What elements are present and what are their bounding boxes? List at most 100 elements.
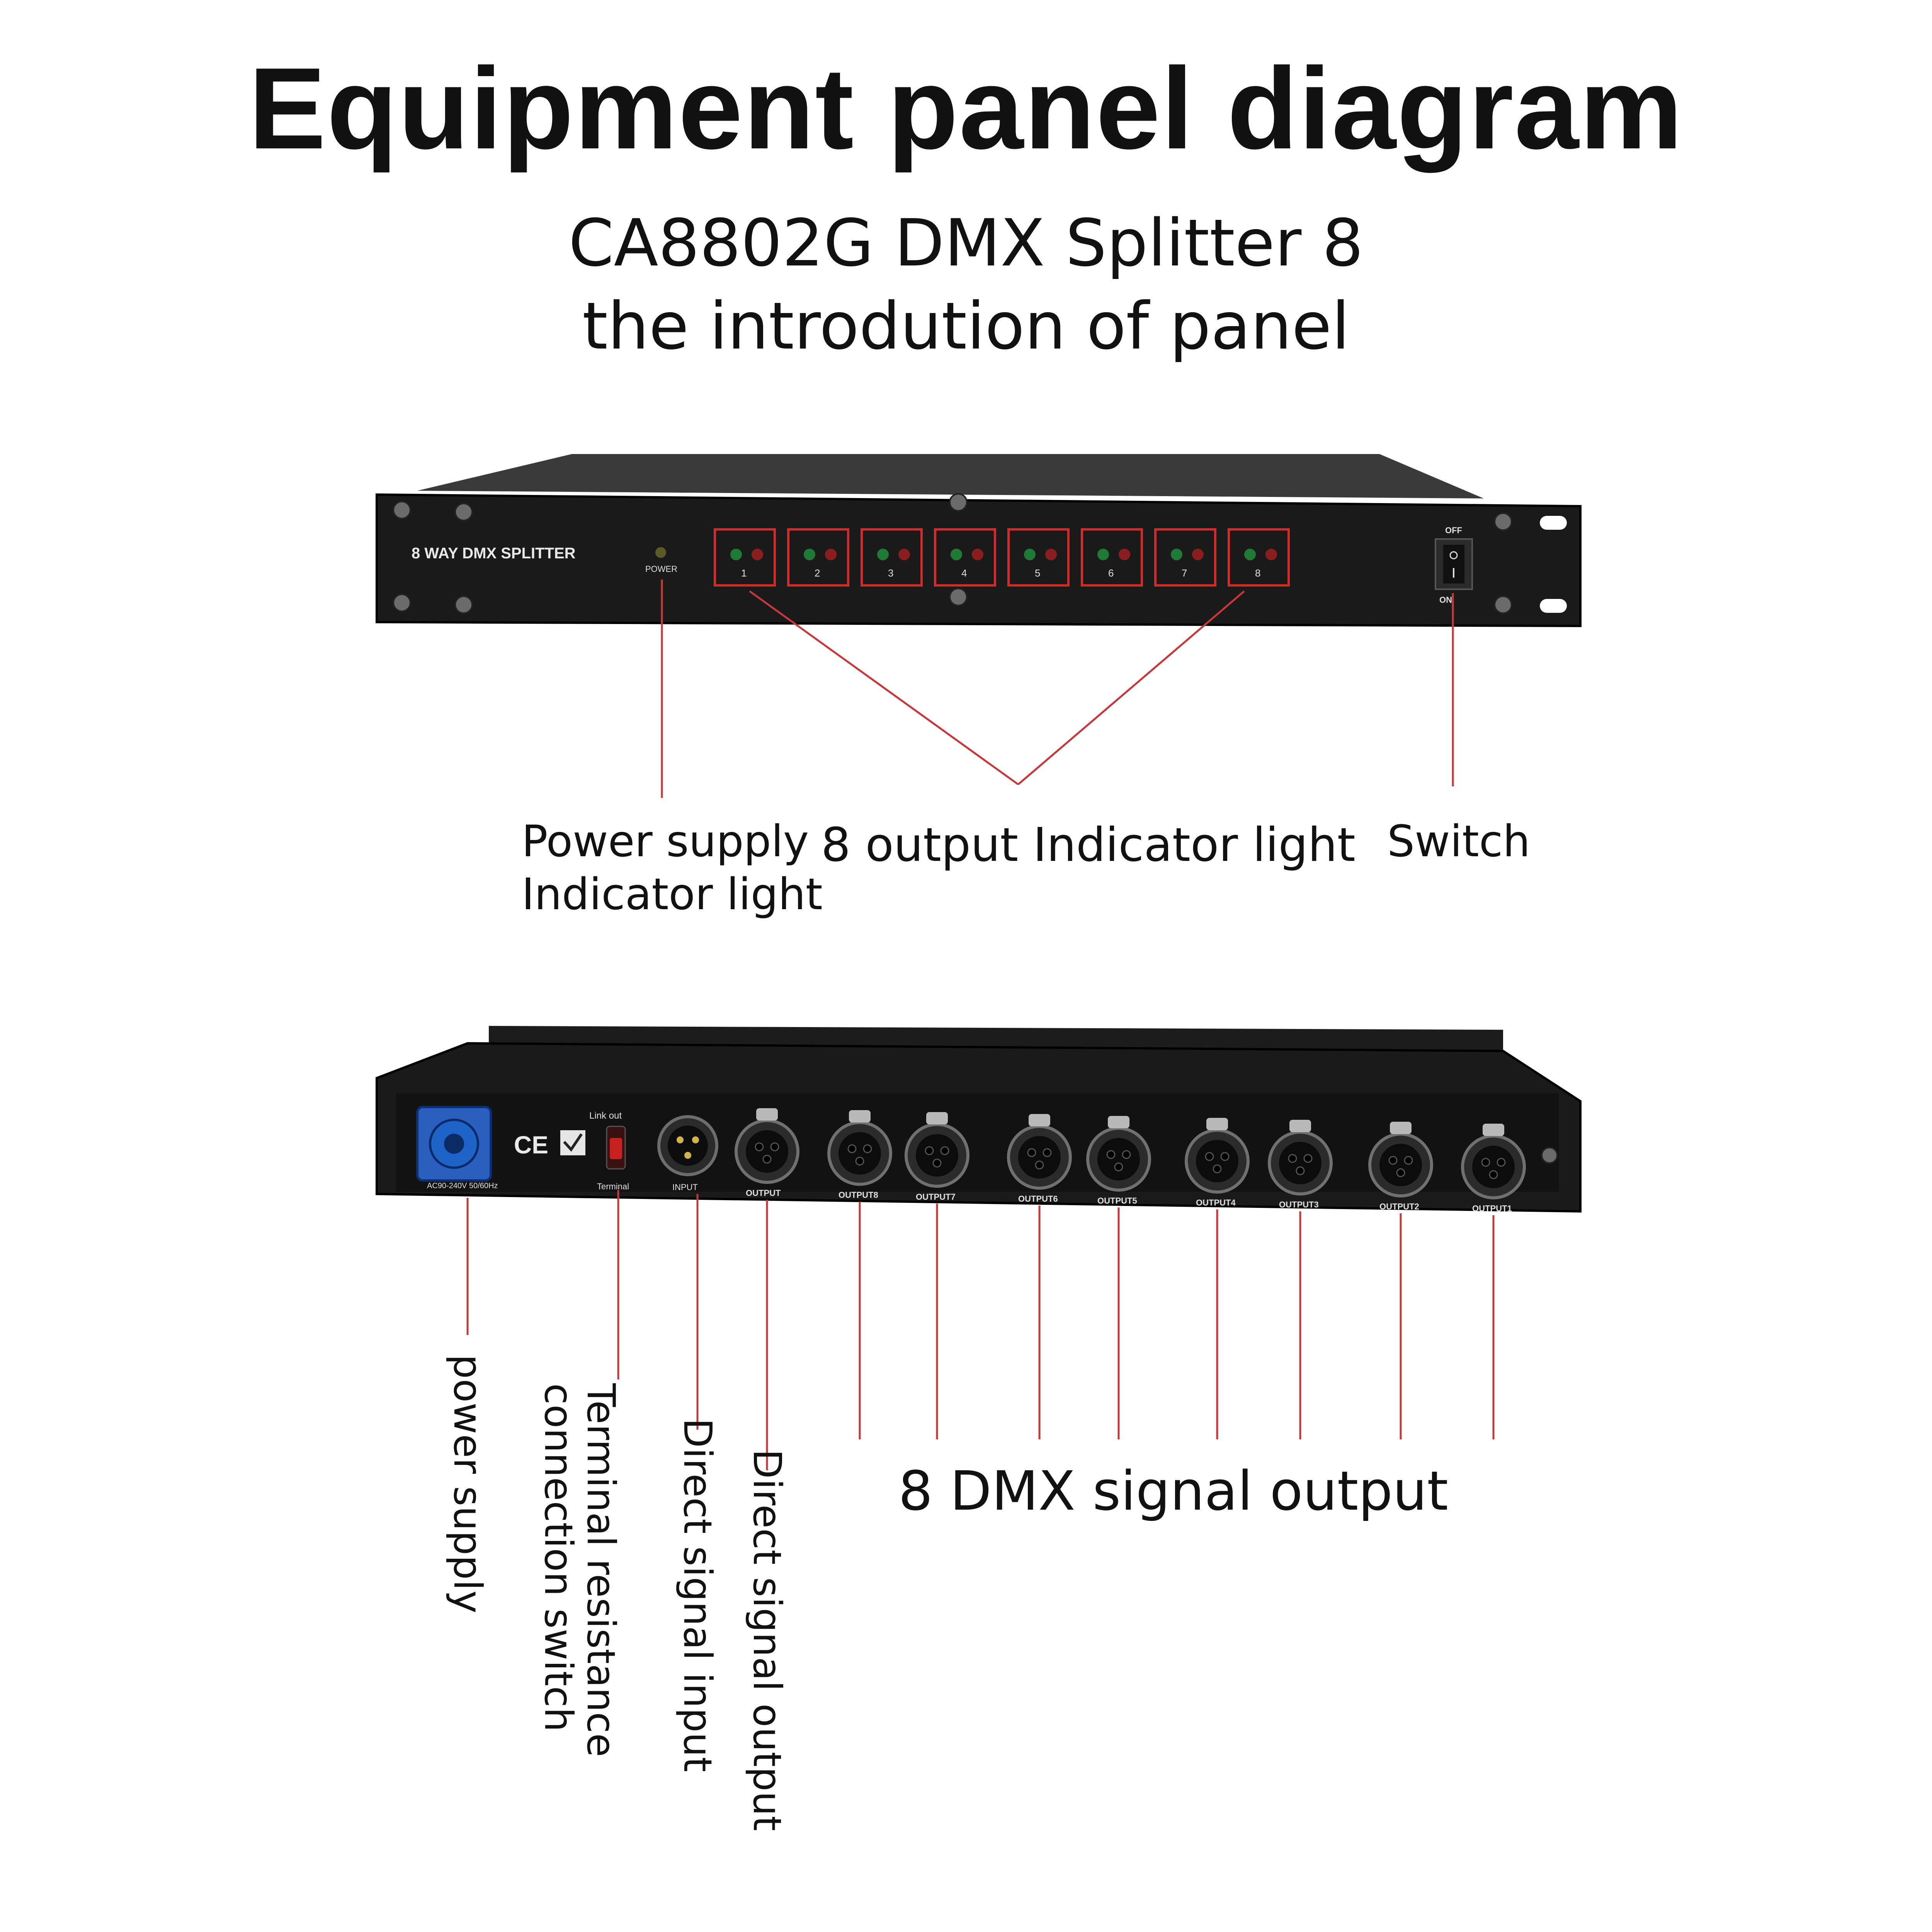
terminal-resistance-label: Terminal resistance connection switch — [536, 1383, 624, 1757]
xlr-socket-icon — [1097, 1138, 1140, 1180]
output-label: OUTPUT1 — [1472, 1204, 1512, 1213]
power-indicator-label: Power supply Indicator light — [522, 815, 823, 921]
direct-input-label: Direct signal input — [675, 1418, 720, 1772]
screw-icon — [1494, 595, 1512, 614]
pin-hole-icon — [847, 1144, 857, 1153]
screw-icon — [1494, 512, 1512, 531]
switch-off-mark-icon — [1449, 551, 1458, 560]
green-led-icon — [1097, 549, 1109, 560]
xlr-socket-icon — [1196, 1140, 1238, 1182]
rack-slot — [1540, 516, 1567, 530]
xlr-socket-icon — [1279, 1142, 1321, 1184]
red-led-icon — [1119, 549, 1130, 560]
switch-on-label: ON — [1439, 595, 1452, 605]
front-panel-face — [376, 493, 1582, 628]
screw-icon — [1541, 1147, 1558, 1164]
pin-hole-icon — [1404, 1156, 1413, 1165]
red-led-icon — [898, 549, 910, 560]
green-led-icon — [951, 549, 962, 560]
green-led-icon — [1171, 549, 1182, 560]
screw-icon — [454, 595, 473, 614]
rear-panel-inset — [396, 1094, 1559, 1192]
pin-icon — [677, 1136, 684, 1143]
green-led-icon — [1024, 549, 1036, 560]
power-supply-label: power supply — [445, 1354, 490, 1614]
xlr-latch-icon[interactable] — [1289, 1120, 1311, 1132]
terminal-switch-toggle[interactable] — [610, 1138, 622, 1159]
xlr-socket-icon — [838, 1132, 881, 1175]
subtitle-intro: the introdution of panel — [582, 288, 1350, 364]
channel-number-label: 5 — [1035, 567, 1040, 579]
xlr-latch-icon[interactable] — [1108, 1116, 1129, 1128]
red-led-icon — [1192, 549, 1204, 560]
xlr-latch-icon[interactable] — [1206, 1118, 1228, 1130]
channel-number-label: 6 — [1108, 567, 1114, 579]
screw-icon — [393, 594, 411, 612]
xlr-latch-icon[interactable] — [849, 1110, 871, 1122]
pin-hole-icon — [1035, 1160, 1044, 1170]
output-label: OUTPUT3 — [1279, 1200, 1319, 1209]
pin-hole-icon — [855, 1156, 864, 1166]
xlr-latch-icon[interactable] — [1029, 1114, 1050, 1126]
pin-hole-icon — [755, 1142, 764, 1151]
front-callout-lines — [661, 580, 1454, 798]
checkmark-icon — [563, 1133, 583, 1152]
screw-icon — [949, 588, 968, 606]
dmx-outputs-label: 8 DMX signal output — [898, 1460, 1448, 1523]
input-label: INPUT — [672, 1182, 698, 1192]
xlr-latch-icon[interactable] — [1390, 1122, 1412, 1134]
pin-hole-icon — [1122, 1150, 1131, 1159]
pin-hole-icon — [1027, 1148, 1036, 1157]
channel-number-label: 3 — [888, 567, 893, 579]
channel-highlight-box — [861, 528, 923, 587]
pin-hole-icon — [1220, 1152, 1230, 1161]
red-led-icon — [1045, 549, 1057, 560]
output-label: OUTPUT5 — [1097, 1196, 1137, 1206]
switch-label: Switch — [1387, 816, 1531, 867]
terminal-resistance-label-line2: connection switch — [536, 1383, 581, 1732]
switch-off-label: OFF — [1445, 526, 1462, 535]
xlr-latch-icon[interactable] — [926, 1112, 948, 1124]
screw-icon — [393, 501, 411, 519]
pin-hole-icon — [1481, 1158, 1490, 1167]
pin-hole-icon — [1205, 1152, 1214, 1161]
output-label: OUTPUT2 — [1379, 1202, 1419, 1211]
pin-hole-icon — [1388, 1156, 1398, 1165]
red-led-icon — [825, 549, 837, 560]
xlr-latch-icon[interactable] — [1483, 1124, 1504, 1136]
channel-highlight-box — [787, 528, 849, 587]
channel-highlight-box — [714, 528, 776, 587]
power-connector-pin-icon — [444, 1134, 464, 1154]
xlr-latch-icon[interactable] — [756, 1108, 778, 1121]
pin-hole-icon — [1303, 1154, 1313, 1163]
pin-hole-icon — [1106, 1150, 1116, 1159]
xlr-socket-icon — [1018, 1136, 1061, 1179]
channel-highlight-box — [1081, 528, 1143, 587]
output-indicator-label: 8 output Indicator light — [821, 818, 1355, 872]
subtitle-model: CA8802G DMX Splitter 8 — [568, 205, 1364, 281]
brand-text: 8 WAY DMX SPLITTER — [412, 545, 576, 562]
pin-hole-icon — [1396, 1168, 1405, 1177]
channel-number-label: 1 — [741, 567, 747, 579]
channel-highlight-box — [1228, 528, 1290, 587]
channel-number-label: 7 — [1182, 567, 1187, 579]
green-led-icon — [877, 549, 889, 560]
power-rating-label: AC90-240V 50/60Hz — [427, 1182, 498, 1190]
xlr-socket-icon — [1472, 1146, 1515, 1188]
pin-hole-icon — [932, 1158, 942, 1168]
pin-hole-icon — [925, 1146, 934, 1155]
pin-hole-icon — [940, 1146, 949, 1155]
output-label: OUTPUT4 — [1196, 1198, 1236, 1208]
green-led-icon — [730, 549, 742, 560]
rear-callout-lines — [466, 1190, 1495, 1470]
channel-highlight-box — [1154, 528, 1216, 587]
green-led-icon — [804, 549, 815, 560]
channel-highlight-box — [1007, 528, 1070, 587]
red-led-icon — [1265, 549, 1277, 560]
channel-number-label: 8 — [1255, 567, 1260, 579]
input-xlr-socket-icon — [668, 1126, 708, 1166]
